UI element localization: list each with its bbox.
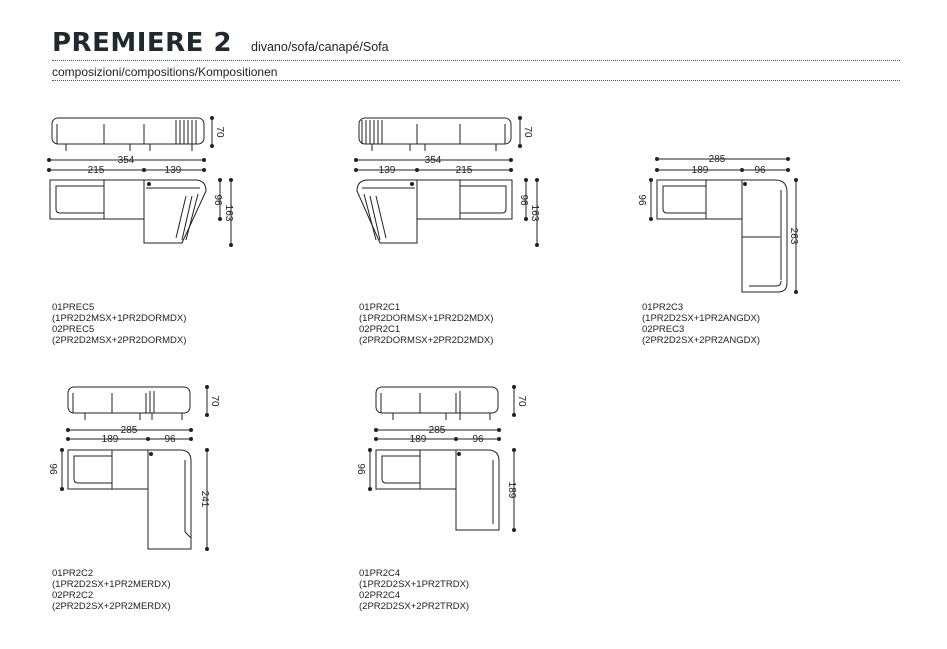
depth-dimensions xyxy=(218,178,233,247)
dimension-label: 70 xyxy=(209,395,220,407)
module-codes: (2PR2DORMSX+2PR2D2MDX) xyxy=(359,335,494,346)
composition-caption: 01PR2C1 (1PR2DORMSX+1PR2D2MDX) 02PR2C1 (… xyxy=(359,302,493,346)
page-title: PREMIERE 2 xyxy=(52,28,233,58)
model-code: 01PREC5 xyxy=(52,302,95,313)
dimension-label: 189 xyxy=(692,165,709,176)
composition-1 xyxy=(47,116,233,247)
page-subtitle: divano/sofa/canapé/Sofa xyxy=(251,40,389,54)
front-elevation xyxy=(358,117,512,151)
height-dimension xyxy=(512,385,516,417)
dimension-label: 70 xyxy=(214,126,225,138)
dimension-label: 96 xyxy=(754,165,766,176)
dimension-label: 285 xyxy=(429,425,446,436)
model-code: 02PR2C4 xyxy=(359,590,401,601)
dimension-label: 354 xyxy=(425,155,442,166)
dimension-label: 189 xyxy=(410,434,427,445)
module-codes: (1PR2D2MSX+1PR2DORMDX) xyxy=(52,313,187,324)
header-divider xyxy=(52,60,900,61)
plan-view xyxy=(49,179,207,244)
dimension-label: 96 xyxy=(212,194,223,206)
model-code: 01PR2C1 xyxy=(359,302,401,313)
dimension-label: 70 xyxy=(522,126,533,138)
dimension-label: 354 xyxy=(118,155,135,166)
plan-view xyxy=(656,179,788,293)
model-code: 02PREC5 xyxy=(52,324,95,335)
front-elevation xyxy=(375,386,499,420)
module-codes: (2PR2D2SX+2PR2TRDX) xyxy=(359,601,470,612)
composition-2 xyxy=(354,116,539,247)
dimension-label: 163 xyxy=(223,205,234,222)
composition-caption: 01PR2C3 (1PR2D2SX+1PR2ANGDX) 02PREC3 (2P… xyxy=(642,302,760,346)
dimension-label: 215 xyxy=(88,165,105,176)
depth-dimensions xyxy=(60,448,209,551)
dimension-label: 285 xyxy=(709,154,726,165)
dimension-label: 139 xyxy=(379,165,396,176)
model-code: 01PR2C3 xyxy=(642,302,684,313)
width-dimension xyxy=(66,428,193,441)
model-code: 02PREC3 xyxy=(642,324,685,335)
dimension-label: 96 xyxy=(638,194,649,206)
plan-view xyxy=(375,449,500,531)
width-dimension xyxy=(354,158,513,172)
width-dimension xyxy=(655,157,790,172)
dimension-label: 189 xyxy=(102,434,119,445)
module-codes: (1PR2D2SX+1PR2ANGDX) xyxy=(642,313,761,324)
dimension-label: 70 xyxy=(516,395,527,407)
dimension-label: 96 xyxy=(49,463,60,475)
section-divider xyxy=(52,80,900,81)
width-dimension xyxy=(47,158,206,172)
section-heading: composizioni/compositions/Kompositionen xyxy=(52,65,278,79)
dimension-label: 96 xyxy=(472,434,484,445)
module-codes: (1PR2D2SX+1PR2MERDX) xyxy=(52,579,171,590)
height-dimension xyxy=(205,385,209,417)
composition-caption: 01PR2C2 (1PR2D2SX+1PR2MERDX) 02PR2C2 (2P… xyxy=(52,568,171,612)
dimension-label: 139 xyxy=(165,165,182,176)
width-dimension xyxy=(374,428,501,441)
model-code: 02PR2C2 xyxy=(52,590,94,601)
dimension-label: 96 xyxy=(518,194,529,206)
module-codes: (2PR2D2SX+2PR2ANGDX) xyxy=(642,335,761,346)
depth-dimensions xyxy=(649,178,798,294)
module-codes: (1PR2D2SX+1PR2TRDX) xyxy=(359,579,470,590)
dimension-label: 215 xyxy=(456,165,473,176)
plan-view xyxy=(67,449,192,550)
front-elevation xyxy=(51,117,205,151)
composition-3 xyxy=(649,157,798,294)
plan-view xyxy=(356,179,513,244)
dimension-label: 96 xyxy=(164,434,176,445)
dimension-label: 285 xyxy=(121,425,138,436)
height-dimension xyxy=(210,116,214,148)
front-elevation xyxy=(67,386,191,420)
dimension-label: 241 xyxy=(199,491,210,508)
dimension-label: 163 xyxy=(529,205,540,222)
model-code: 02PR2C1 xyxy=(359,324,401,335)
model-code: 01PR2C2 xyxy=(52,568,94,579)
composition-5 xyxy=(368,385,516,532)
dimension-label: 189 xyxy=(506,482,517,499)
dimension-label: 96 xyxy=(357,463,368,475)
composition-caption: 01PREC5 (1PR2D2MSX+1PR2DORMDX) 02PREC5 (… xyxy=(52,302,186,346)
model-code: 01PR2C4 xyxy=(359,568,401,579)
composition-4 xyxy=(60,385,209,551)
dimension-label: 263 xyxy=(788,228,799,245)
depth-dimensions xyxy=(524,178,539,247)
composition-caption: 01PR2C4 (1PR2D2SX+1PR2TRDX) 02PR2C4 (2PR… xyxy=(359,568,469,612)
module-codes: (2PR2D2SX+2PR2MERDX) xyxy=(52,601,171,612)
module-codes: (2PR2D2MSX+2PR2DORMDX) xyxy=(52,335,187,346)
module-codes: (1PR2DORMSX+1PR2D2MDX) xyxy=(359,313,494,324)
height-dimension xyxy=(518,116,522,148)
depth-dimensions xyxy=(368,448,516,532)
